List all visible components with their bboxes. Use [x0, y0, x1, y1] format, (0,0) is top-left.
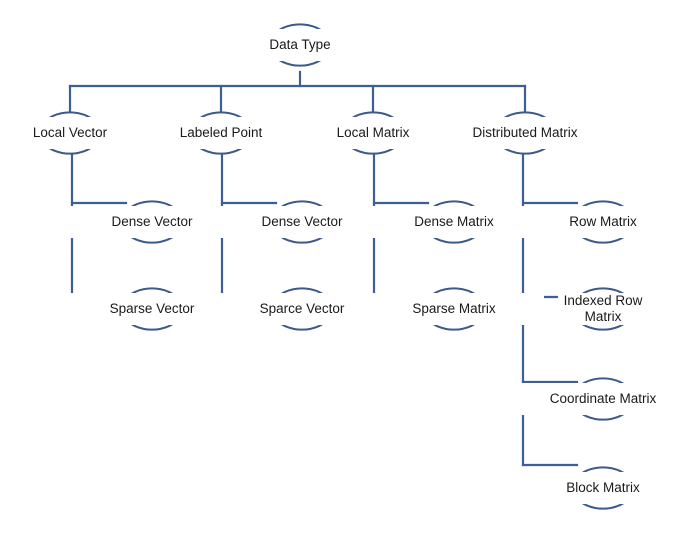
node-label: Distributed Matrix: [435, 117, 615, 149]
node-label: Sparce Vector: [212, 293, 392, 325]
node-label: Data Type: [210, 29, 390, 61]
node-label: Sparse Matrix: [364, 293, 544, 325]
node-label: Local Matrix: [283, 117, 463, 149]
node-label: Indexed Row Matrix: [558, 293, 648, 325]
node-label: Labeled Point: [131, 117, 311, 149]
node-label: Block Matrix: [513, 472, 690, 504]
node-label: Coordinate Matrix: [513, 383, 690, 415]
node-label: Row Matrix: [513, 206, 690, 238]
node-label: Dense Vector: [212, 206, 392, 238]
